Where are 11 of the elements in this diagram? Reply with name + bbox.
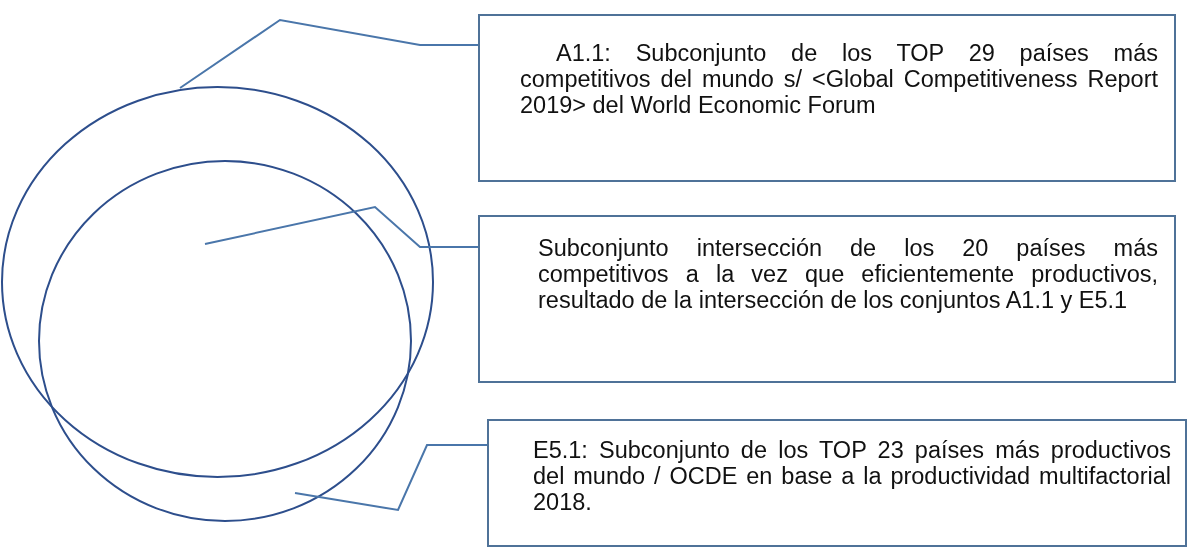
description-text: Subconjunto intersección de los 20 países más competitivos a la vez que eficientemente productivos, resultado de la intersección de los conjuntos A1.1 y E5.1 xyxy=(538,235,1158,313)
callout-box xyxy=(478,14,1176,182)
callout-box xyxy=(487,419,1187,547)
description-text: E5.1: Subconjunto de los TOP 23 países más productivos del mundo / OCDE en base a la productividad multifactorial 2018. xyxy=(533,437,1171,515)
set-circle xyxy=(1,86,434,478)
leader-line xyxy=(294,444,488,512)
callout-box xyxy=(478,215,1176,383)
leader-line xyxy=(204,205,479,248)
leader-line xyxy=(179,18,479,89)
set-circle xyxy=(38,160,412,522)
description-text: A1.1: Subconjunto de los TOP 29 países más competitivos del mundo s/ <Global Competitiveness Report 2019> del World Economic Forum xyxy=(520,40,1158,118)
